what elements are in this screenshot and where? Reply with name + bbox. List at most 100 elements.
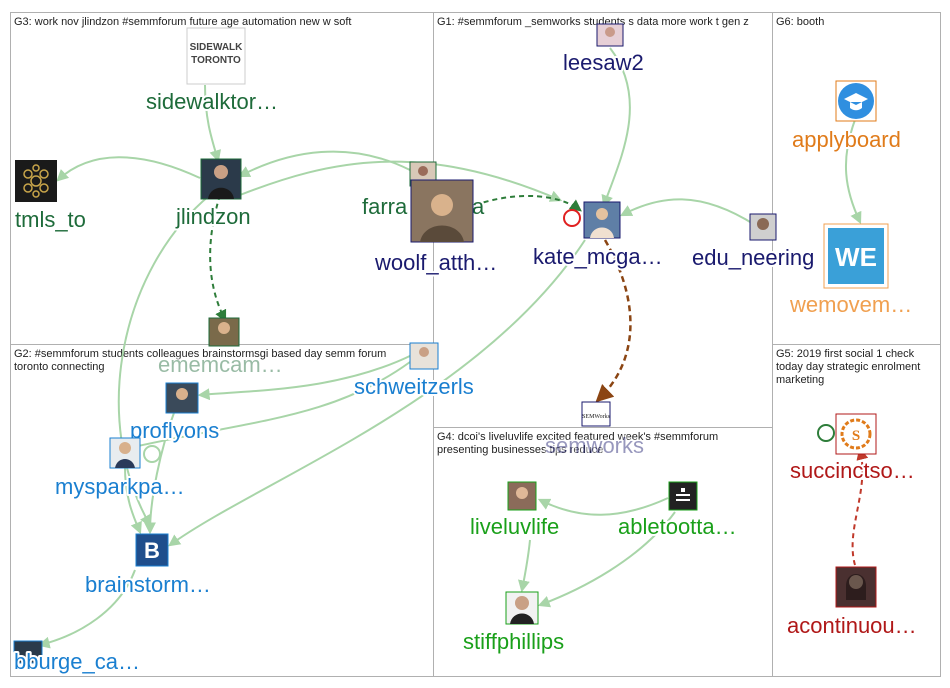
brainstorm-logo-text: B <box>144 538 160 563</box>
edge <box>117 361 411 454</box>
group-title-g5: G5: 2019 first social 1 check <box>776 348 915 360</box>
node-label-edu-neering: edu_neering <box>692 245 814 270</box>
node-farra[interactable]: farra a <box>360 161 487 221</box>
edge <box>204 84 221 163</box>
edge <box>209 194 227 323</box>
edge <box>845 119 862 225</box>
person-head <box>418 166 428 176</box>
group-title-g6: G6: booth <box>776 16 824 28</box>
group-box-g5 <box>772 344 941 677</box>
node-label-sidewalktoronto: sidewalktor… <box>146 89 278 114</box>
edge <box>197 354 413 401</box>
node-brainstorm[interactable]: B brainstorm… <box>83 533 213 599</box>
person-head <box>605 27 615 37</box>
graduation-cap-shape <box>844 93 868 111</box>
semworks-logo-text: SEMWorks <box>582 414 611 420</box>
node-stiffphillips[interactable]: stiffphillips <box>461 591 566 656</box>
edge <box>117 194 211 528</box>
person-head <box>596 208 608 220</box>
node-edu-neering[interactable]: edu_neering <box>690 213 816 272</box>
node-label-proflyons: proflyons <box>130 418 219 443</box>
person-body <box>510 613 534 624</box>
edge <box>474 195 582 212</box>
node-proflyons[interactable]: proflyons <box>128 382 221 445</box>
person-head <box>431 194 453 216</box>
person-head <box>757 218 769 230</box>
group-title-g3: G3: work nov jlindzon #semmforum future … <box>14 16 352 28</box>
edge <box>37 569 136 649</box>
node-acontinuou[interactable]: acontinuou… <box>785 566 919 640</box>
node-abletootta[interactable]: abletootta… <box>616 481 739 541</box>
equals-logo-icon <box>676 488 690 501</box>
node-leesaw2[interactable]: leesaw2 <box>561 23 646 77</box>
person-body <box>115 459 135 468</box>
bburge-ca-avatar <box>13 640 43 664</box>
person-hair <box>846 574 866 600</box>
node-label-farra: farra <box>362 194 408 219</box>
node-ememcam[interactable]: ememcam… <box>156 317 285 379</box>
node-label-schweitzerls: schweitzerls <box>354 374 474 399</box>
node-label-jlindzon: jlindzon <box>175 204 251 229</box>
proflyons-avatar <box>165 382 199 414</box>
node-applyboard[interactable]: applyboard <box>790 80 903 154</box>
node-label-acontinuou: acontinuou… <box>787 613 917 638</box>
node-kate-mcga[interactable]: kate_mcga… <box>531 201 665 271</box>
tmls-to-avatar <box>15 160 57 202</box>
edges <box>37 47 869 649</box>
node-succinctso[interactable]: S succinctso… <box>788 413 917 485</box>
edge <box>239 160 563 202</box>
node-label-succinctso: succinctso… <box>790 458 915 483</box>
node-label-brainstorm: brainstorm… <box>85 572 211 597</box>
person-head <box>176 388 188 400</box>
brainstorm-logo <box>135 533 169 567</box>
group-title-g2-line2: toronto connecting <box>14 361 105 373</box>
hexagon-network-icon <box>23 164 49 198</box>
self-loop <box>817 424 835 442</box>
wemovem-logo-text: WE <box>835 242 877 272</box>
node-label-farra-tail: a <box>472 194 485 219</box>
node-bburge-ca[interactable]: bburge_ca… <box>12 640 142 676</box>
gear-logo-icon <box>840 418 872 450</box>
edge <box>144 409 176 535</box>
group-title-g2: G2: #semmforum students colleagues brain… <box>14 348 386 360</box>
person-head <box>516 487 528 499</box>
sidewalk-toronto-logo <box>186 27 246 85</box>
person-head <box>214 165 228 179</box>
group-title-g4: G4: dcoi's liveluvlife excited featured … <box>437 431 718 443</box>
group-title-g5-line3: marketing <box>776 374 824 386</box>
node-liveluvlife[interactable]: liveluvlife <box>468 481 561 541</box>
person-body <box>590 227 614 238</box>
edge <box>619 198 756 226</box>
node-jlindzon[interactable]: jlindzon <box>173 158 253 231</box>
node-tmls-to[interactable]: tmls_to <box>13 160 88 234</box>
person-head <box>119 442 131 454</box>
edge <box>517 539 531 593</box>
node-label-wemovem: wemovem… <box>789 292 912 317</box>
edge <box>537 497 669 516</box>
group-title-g4-line2: presenting businesses tips reduce <box>437 444 603 456</box>
edge <box>595 239 632 403</box>
node-sidewalktoronto[interactable]: SIDEWALK TORONTO sidewalktor… <box>144 27 280 116</box>
node-label-liveluvlife: liveluvlife <box>470 514 559 539</box>
edge <box>851 447 869 566</box>
edge <box>237 150 411 178</box>
node-mysparkpa[interactable]: mysparkpa… <box>53 437 187 501</box>
person-head <box>419 347 429 357</box>
node-woolf-atth[interactable]: woolf_atth… <box>372 179 499 277</box>
sidewalk-logo-line2: TORONTO <box>191 55 241 66</box>
person-body <box>208 187 234 199</box>
self-loop <box>143 445 161 463</box>
node-schweitzerls[interactable]: schweitzerls <box>352 342 476 401</box>
group-title-g5-line2: today day strategic enrolment <box>776 361 920 373</box>
node-wemovem[interactable]: WE wemovem… <box>787 223 914 319</box>
sidewalk-logo-line1: SIDEWALK <box>190 42 244 53</box>
node-label-mysparkpa: mysparkpa… <box>55 474 185 499</box>
edge <box>601 47 631 208</box>
node-label-applyboard: applyboard <box>792 127 901 152</box>
node-label-kate-mcga: kate_mcga… <box>533 244 663 269</box>
node-semworks[interactable]: SEMWorks semworks <box>543 401 646 460</box>
node-label-woolf-atth: woolf_atth… <box>374 250 497 275</box>
edge <box>124 467 142 535</box>
person-head <box>218 322 230 334</box>
